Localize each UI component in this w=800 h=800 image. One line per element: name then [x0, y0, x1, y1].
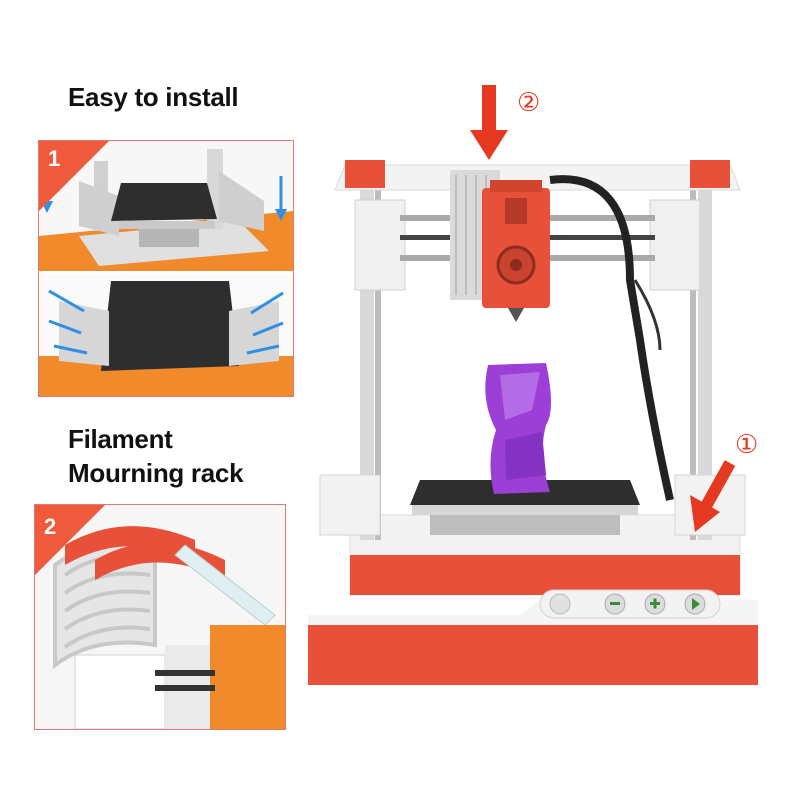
control-button-icons: [539, 589, 721, 619]
badge-number-2: 2: [44, 514, 57, 539]
install-detail-panel: [38, 140, 294, 397]
install-illustration: [39, 141, 293, 396]
heading-filament-line1: Filament: [68, 424, 173, 454]
heading-filament-rack: Filament Mourning rack: [68, 422, 244, 490]
filament-rack-illustration: [35, 505, 285, 729]
arrow-diagonal-icon: [690, 460, 736, 532]
printer-illustration: [308, 85, 758, 685]
callout-frame-number: ①: [735, 430, 759, 460]
callout-top-number: ②: [517, 88, 541, 118]
heading-easy-to-install: Easy to install: [68, 82, 239, 112]
arrow-down-icon: [470, 85, 508, 160]
heading-filament-line2: Mourning rack: [68, 458, 244, 488]
filament-rack-panel: [34, 504, 286, 730]
badge-number-1: 1: [48, 146, 61, 171]
